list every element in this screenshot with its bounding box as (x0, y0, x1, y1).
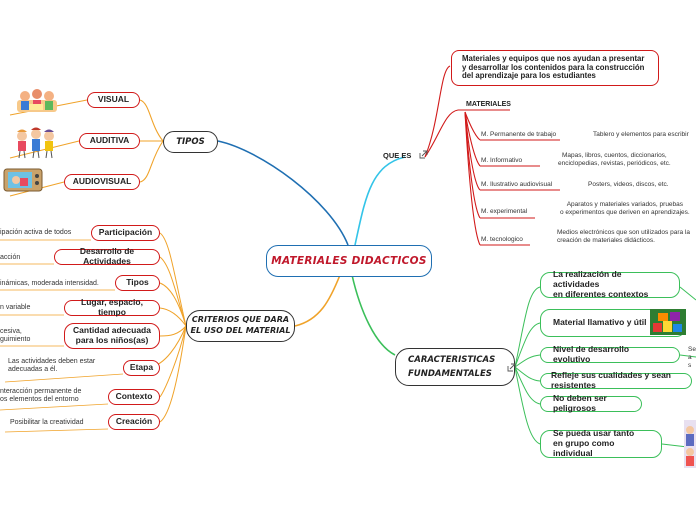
link-icon[interactable] (419, 150, 428, 159)
etapa-note: Las actividades deben estar adecuadas a … (8, 358, 95, 375)
caracteristica-resistentes[interactable]: Refleje sus cualidades y sean resistente… (540, 373, 692, 389)
material-permanente[interactable]: M. Permanente de trabajo (481, 131, 556, 139)
cantidad-note: cesiva, guimiento (0, 328, 30, 345)
ilustrativo-desc: Posters, videos, discos, etc. (588, 181, 669, 189)
criterio-participacion[interactable]: Participación (91, 225, 160, 241)
criterios-topic[interactable]: CRITERIOS QUE DARA EL USO DEL MATERIAL (186, 310, 295, 342)
material-experimental[interactable]: M. experimental (481, 208, 527, 216)
participacion-note: ipación activa de todos (0, 229, 71, 237)
criterio-contexto[interactable]: Contexto (108, 389, 160, 405)
que-es-topic[interactable]: QUE ES (383, 150, 428, 160)
central-topic[interactable]: MATERIALES DIDACTICOS (266, 245, 432, 277)
caracteristica-peligrosos[interactable]: No deben ser peligrosos (540, 396, 642, 412)
link-icon[interactable] (507, 363, 516, 372)
informativo-desc: Mapas, libros, cuentos, diccionarios, en… (558, 152, 671, 168)
caracteristica-contextos[interactable]: La realización de actividades en diferen… (540, 272, 680, 298)
tipo-audiovisual[interactable]: AUDIOVISUAL (64, 174, 140, 190)
caracteristicas-topic[interactable]: CARACTERISTICAS FUNDAMENTALES (395, 348, 515, 386)
experimental-desc: Aparatos y materiales variados, pruebas … (560, 201, 690, 217)
que-es-label: QUE ES (383, 151, 411, 160)
definition-box[interactable]: Materiales y equipos que nos ayudan a pr… (451, 50, 659, 86)
tipo-auditiva[interactable]: AUDITIVA (79, 133, 140, 149)
children-music-image (12, 127, 58, 159)
material-tecnologico[interactable]: M. tecnologico (481, 236, 523, 244)
material-informativo[interactable]: M. Informativo (481, 157, 522, 165)
children-reading-image (15, 86, 61, 114)
nivel-side-note: Se a s (688, 346, 696, 369)
tipos-note: inámicas, moderada intensidad. (0, 280, 99, 288)
desarrollo-note: acción (0, 254, 20, 262)
children-group-image (684, 420, 696, 468)
tipos-topic[interactable]: TIPOS (163, 131, 218, 153)
permanente-desc: Tablero y elementos para escribir (593, 131, 689, 139)
tv-image (2, 166, 44, 194)
criterio-desarrollo[interactable]: Desarrollo de Actividades (54, 249, 160, 265)
tipo-visual[interactable]: VISUAL (87, 92, 140, 108)
caracteristica-nivel[interactable]: Nivel de desarrollo evolutivo (540, 347, 680, 363)
materiales-label[interactable]: MATERIALES (466, 101, 511, 108)
lugar-note: n variable (0, 304, 30, 312)
criterio-cantidad[interactable]: Cantidad adecuada para los niños(as) (64, 323, 160, 349)
caracteristica-grupo[interactable]: Se pueda usar tanto en grupo como indivi… (540, 430, 662, 458)
tecnologico-desc: Medios electrónicos que son utilizados p… (557, 229, 690, 245)
criterio-lugar[interactable]: Lugar, espacio, tiempo (64, 300, 160, 316)
criterio-creacion[interactable]: Creación (108, 414, 160, 430)
contexto-note: nteracción permanente de os elementos de… (0, 388, 81, 405)
criterio-tipos[interactable]: Tipos (115, 275, 160, 291)
criterio-etapa[interactable]: Etapa (123, 360, 160, 376)
toy-blocks-image (650, 309, 686, 335)
material-ilustrativo[interactable]: M. Ilustrativo audiovisual (481, 181, 552, 189)
creacion-note: Posibilitar la creatividad (10, 419, 84, 427)
